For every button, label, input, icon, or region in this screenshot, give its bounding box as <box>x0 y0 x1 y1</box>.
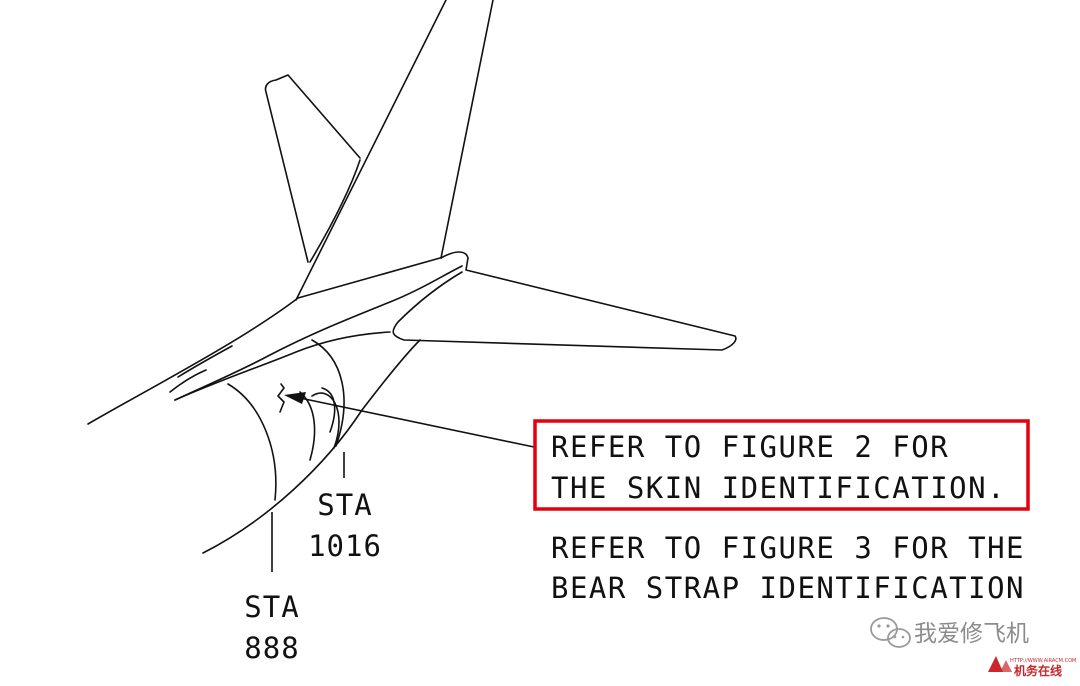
right-horizontal-stabilizer <box>392 251 737 351</box>
vertical-stabilizer <box>295 0 494 301</box>
station-label-1016: STA 1016 <box>308 488 382 563</box>
sta-888-label: STA <box>244 590 299 624</box>
callout-leader-line <box>299 397 535 448</box>
skin-damage-mark <box>277 383 285 413</box>
callout-leader-arrowhead <box>284 392 306 404</box>
sta-1016-value: 1016 <box>308 529 382 563</box>
fuselage-side-contour-2 <box>169 369 207 393</box>
watermark: 我爱修飞机 HTTP://WWW.AIRACM.COM 机务在线 <box>870 617 1076 678</box>
sta-1016-frame <box>311 339 345 447</box>
callout-primary-line1: REFER TO FIGURE 2 FOR <box>551 430 949 464</box>
callout-primary-line2: THE SKIN IDENTIFICATION. <box>551 471 1006 505</box>
fin-root-fairing <box>174 265 463 401</box>
callout-secondary-line2: BEAR STRAP IDENTIFICATION <box>551 571 1025 605</box>
watermark-site-logo: 机务在线 <box>1014 663 1062 678</box>
sta-888-value: 888 <box>244 631 299 665</box>
wechat-icon <box>870 617 911 648</box>
callout-highlight-box <box>533 419 1030 511</box>
fuselage-lower-outline <box>202 339 421 554</box>
callout-leader <box>284 392 535 448</box>
fuselage-upper-outline <box>87 257 441 425</box>
aircraft-tail-drawing <box>87 0 737 554</box>
vertical-stabilizer-inner-edge <box>309 159 361 263</box>
sta-888-frame <box>227 383 277 501</box>
site-logo-mark <box>988 656 1012 672</box>
station-label-888: STA 888 <box>244 590 299 665</box>
intermediate-frame-3 <box>321 387 336 433</box>
fin-root-fairing-lower <box>174 331 391 401</box>
sta-1016-label: STA <box>317 488 372 522</box>
watermark-site-url: HTTP://WWW.AIRACM.COM <box>1010 658 1076 664</box>
callout-secondary-line1: REFER TO FIGURE 3 FOR THE <box>551 531 1025 565</box>
left-horizontal-stabilizer <box>264 74 361 263</box>
fuselage-side-contour <box>177 345 233 378</box>
watermark-channel-name: 我爱修飞机 <box>914 621 1029 647</box>
